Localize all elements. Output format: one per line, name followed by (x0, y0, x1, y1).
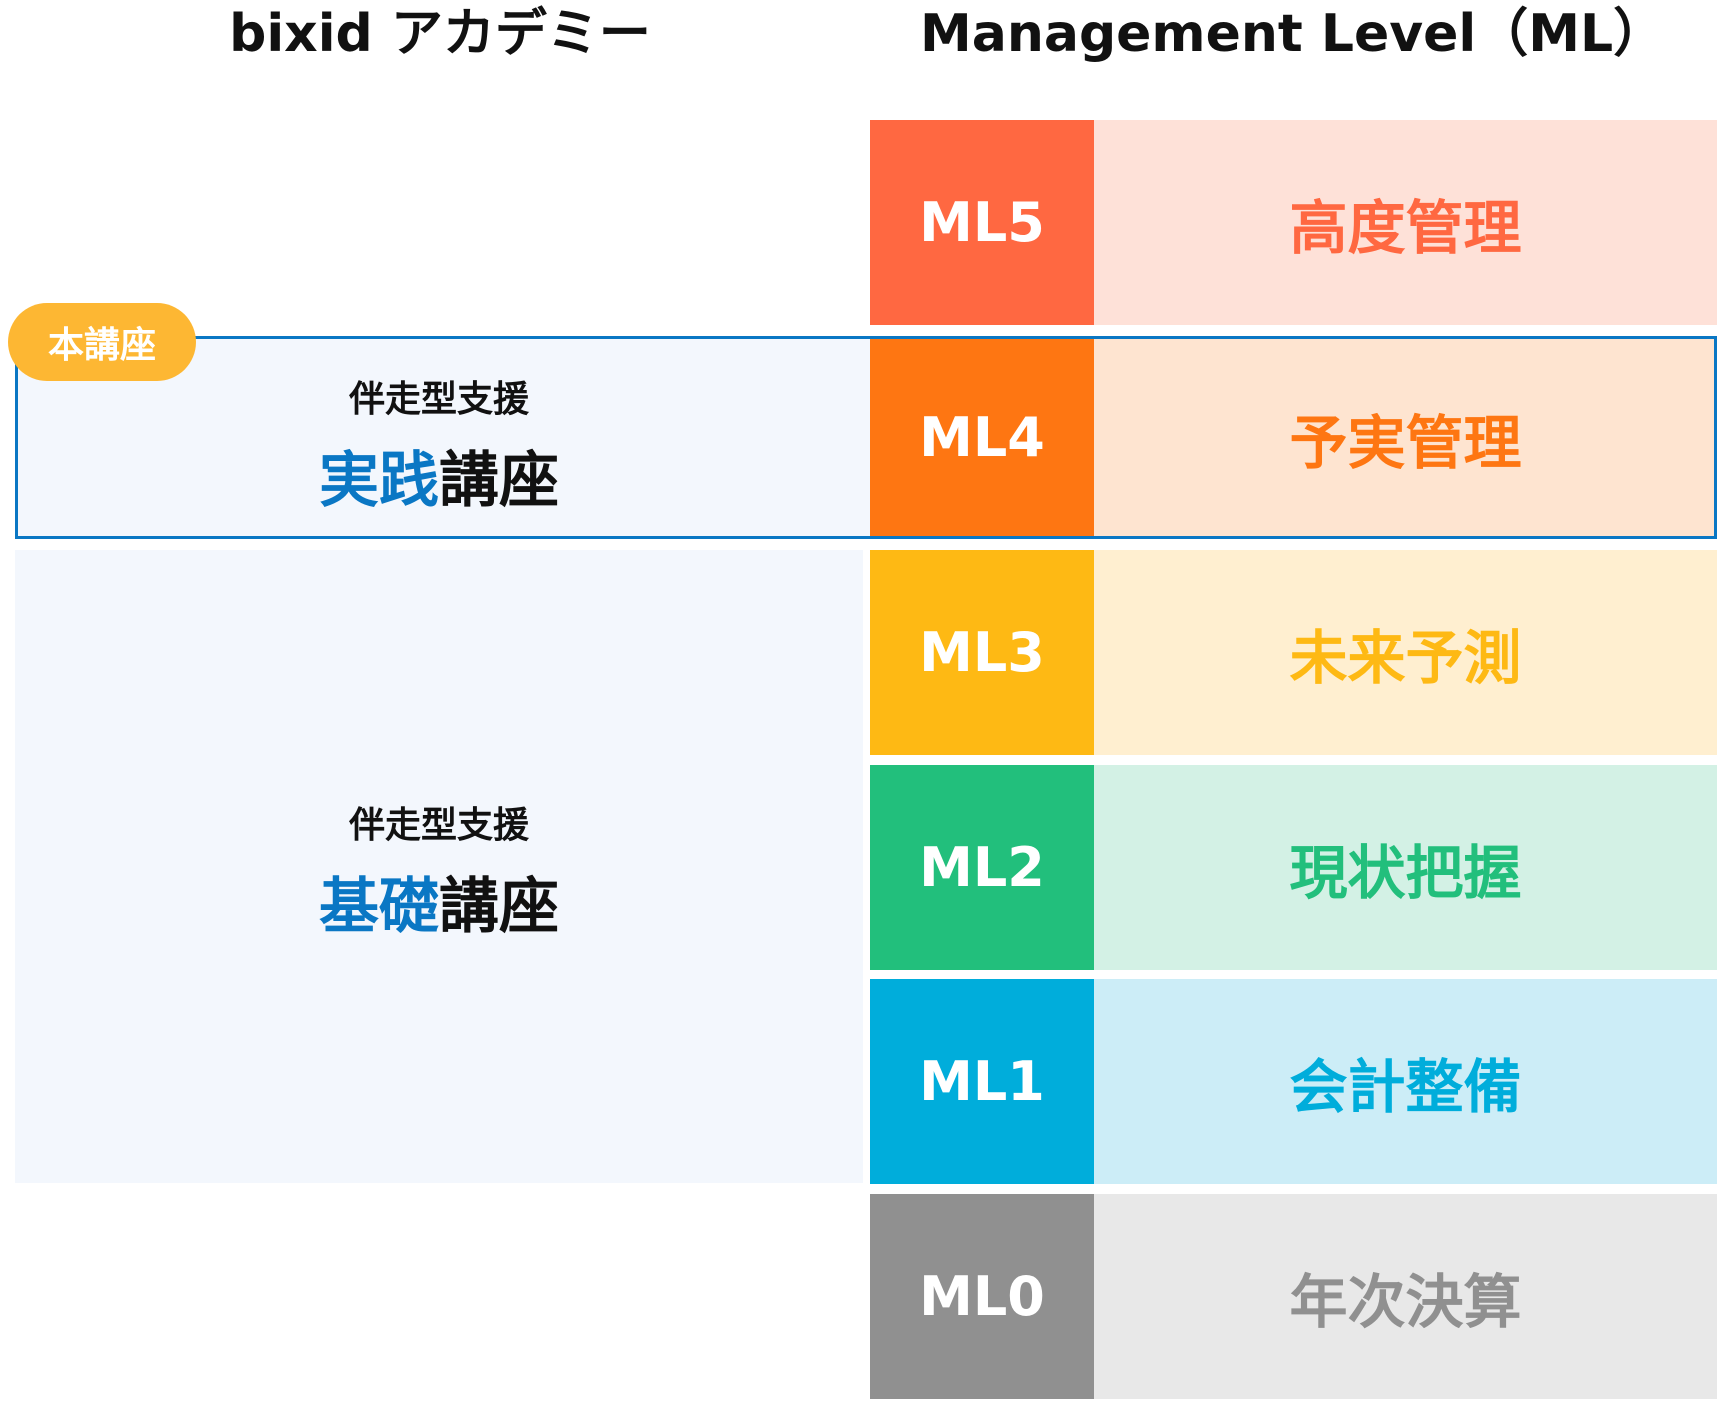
level-code: ML2 (870, 765, 1094, 970)
practical-course: 伴走型支援 実践講座 (15, 370, 863, 519)
level-code: ML3 (870, 550, 1094, 755)
level-code: ML1 (870, 979, 1094, 1184)
academy-title: bixid アカデミー (229, 4, 651, 64)
management-level-title: Management Level（ML） (920, 4, 1666, 64)
level-code: ML5 (870, 120, 1094, 325)
level-label: 高度管理 (1094, 120, 1717, 325)
course-subtitle: 伴走型支援 (348, 379, 529, 420)
level-label: 予実管理 (1094, 339, 1717, 536)
course-name-highlight: 実践 (319, 446, 439, 516)
course-name-rest: 講座 (439, 872, 559, 942)
basic-course-panel (15, 550, 863, 1183)
basic-course: 伴走型支援 基礎講座 (15, 796, 863, 945)
current-course-highlight-frame (15, 336, 1717, 539)
course-name-rest: 講座 (439, 446, 559, 516)
level-code: ML0 (870, 1194, 1094, 1399)
level-label: 会計整備 (1094, 979, 1717, 1184)
level-label: 現状把握 (1094, 765, 1717, 970)
level-label: 未来予測 (1094, 550, 1717, 755)
course-name-highlight: 基礎 (319, 872, 439, 942)
level-code: ML4 (870, 339, 1094, 536)
this-course-badge: 本講座 (8, 303, 196, 381)
course-name: 実践講座 (15, 432, 863, 519)
course-subtitle: 伴走型支援 (348, 805, 529, 846)
course-name: 基礎講座 (15, 858, 863, 945)
level-label: 年次決算 (1094, 1194, 1717, 1399)
